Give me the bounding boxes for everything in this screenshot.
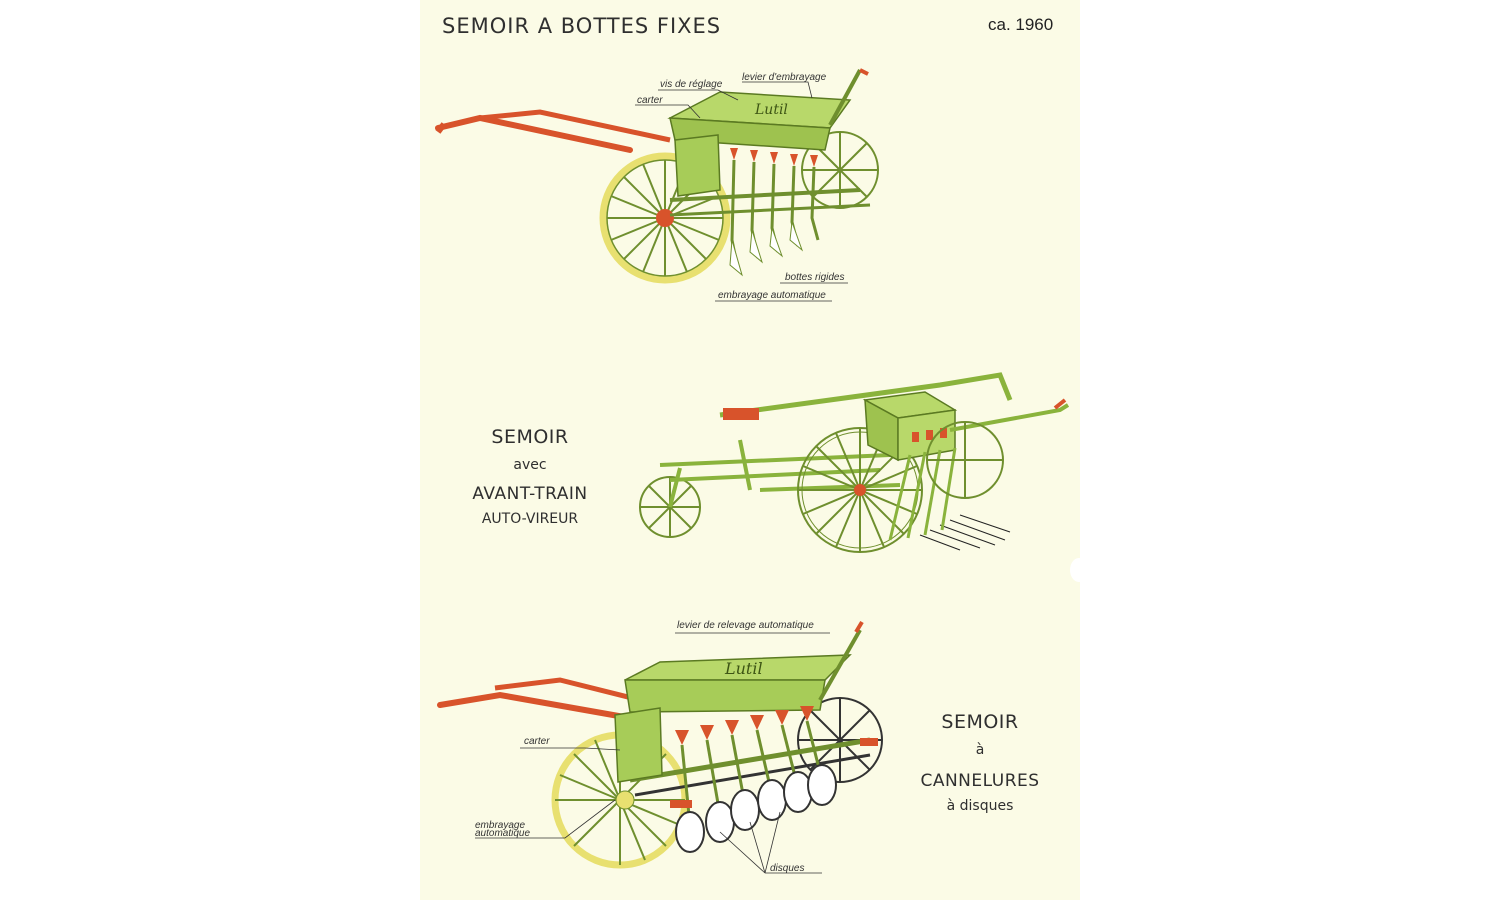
label-vis-reglage: vis de réglage	[660, 79, 723, 90]
label-disques: disques	[770, 863, 805, 874]
label-embrayage-automatique-1: embrayage automatique	[718, 290, 826, 301]
label-levier-relevage: levier de relevage automatique	[677, 620, 814, 631]
date-label: ca. 1960	[988, 15, 1054, 34]
machine3-title-line3: CANNELURES	[920, 771, 1040, 791]
seed-drill-discs-illustration: Lutil	[437, 620, 883, 874]
label-embrayage-3-line2: automatique	[475, 828, 531, 839]
svg-text:Lutil: Lutil	[754, 102, 788, 118]
machine2-title-line1: SEMOIR	[491, 426, 569, 448]
label-levier-embrayage: levier d'embrayage	[742, 72, 827, 83]
svg-text:Lutil: Lutil	[724, 659, 763, 678]
seed-drill-front-carriage-illustration	[639, 372, 1070, 553]
machine2-title-line3: AVANT-TRAIN	[472, 484, 588, 504]
machine2-title-line4: AUTO-VIREUR	[481, 511, 579, 527]
machine3-title-line1: SEMOIR	[941, 711, 1019, 733]
machine3-title-line2: à	[975, 742, 985, 758]
machine2-title-line2: avec	[513, 457, 547, 473]
page-edge-notch	[1070, 558, 1080, 582]
catalog-page: SEMOIR A BOTTES FIXES ca. 1960	[420, 0, 1080, 900]
label-carter-1: carter	[637, 95, 663, 106]
label-bottes-rigides: bottes rigides	[785, 272, 845, 283]
page-title: SEMOIR A BOTTES FIXES	[442, 14, 722, 38]
seed-drill-rigid-boots-illustration: Lutil	[435, 68, 879, 302]
label-carter-3: carter	[524, 736, 550, 747]
label-embrayage-3-line1: embrayage	[475, 820, 526, 831]
machine3-title-line4: à disques	[946, 798, 1014, 814]
